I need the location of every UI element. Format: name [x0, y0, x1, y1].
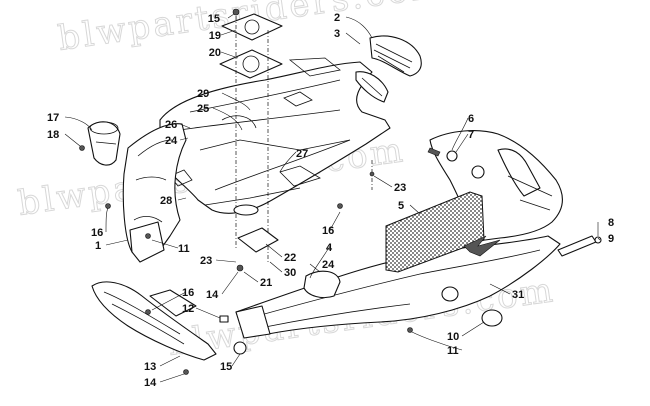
callout-17: 17: [47, 112, 59, 124]
callout-labels: 15 19 20 2 3 29 25 26 24 17 18 6 7 27 23…: [47, 12, 614, 389]
leader-lines: [64, 13, 601, 383]
callout-9: 9: [608, 233, 614, 245]
callout-5: 5: [398, 200, 404, 212]
callout-24: 24: [165, 135, 178, 147]
callout-14: 14: [144, 377, 157, 389]
callout-23: 23: [200, 255, 212, 267]
callout-27: 27: [296, 148, 308, 160]
side-panel-left: [122, 123, 187, 257]
callout-2: 2: [334, 12, 340, 24]
callout-11: 11: [178, 243, 190, 255]
callout-16: 16: [182, 287, 194, 299]
callout-29: 29: [197, 88, 209, 100]
grommet: [233, 204, 259, 216]
callout-21: 21: [260, 277, 272, 289]
screw-11b: [407, 327, 413, 333]
panel-bracket: [129, 221, 165, 263]
callout-30: 30: [284, 267, 296, 279]
bracket-24: [303, 270, 341, 299]
callout-6: 6: [468, 113, 474, 125]
callout-23: 23: [394, 182, 406, 194]
vent-grille: [369, 35, 422, 77]
plug-10: [481, 309, 503, 327]
callout-4: 4: [326, 242, 333, 254]
callout-3: 3: [334, 28, 340, 40]
callout-10: 10: [447, 331, 459, 343]
clip-12: [219, 315, 229, 323]
callout-25: 25: [197, 103, 209, 115]
callout-13: 13: [144, 361, 156, 373]
plate-20: [219, 49, 283, 79]
bolt-6: [427, 147, 441, 157]
grommet-6: [471, 165, 485, 179]
belly-pan-drawing: [79, 8, 602, 375]
callout-16: 16: [91, 227, 103, 239]
callout-18: 18: [47, 129, 59, 141]
side-panel-right-flap: [497, 148, 541, 197]
screw-16c: [145, 309, 151, 315]
screw-16: [105, 203, 111, 209]
clip-21: [236, 264, 244, 272]
callout-12: 12: [182, 303, 194, 315]
screw-18: [79, 145, 85, 151]
side-panel-right: [429, 130, 563, 243]
callout-1: 1: [95, 240, 101, 252]
plate-22: [237, 227, 279, 253]
callout-11: 11: [447, 345, 459, 357]
callout-22: 22: [284, 252, 296, 264]
washer-7: [446, 150, 458, 162]
screw-14b: [183, 369, 189, 375]
rivet-9: [594, 236, 602, 244]
belly-pan-main: [159, 61, 391, 214]
callout-24: 24: [322, 259, 335, 271]
callout-7: 7: [468, 129, 474, 141]
rail-end: [235, 305, 271, 339]
callout-16: 16: [322, 225, 334, 237]
logo-decal: [463, 235, 501, 257]
callout-15: 15: [220, 361, 232, 373]
callout-19: 19: [209, 30, 221, 42]
nut-15b: [233, 341, 247, 355]
screw-11a: [145, 233, 151, 239]
callout-8: 8: [608, 217, 614, 229]
side-rail: [235, 235, 561, 337]
screw-15: [232, 8, 240, 16]
skid-bracket: [149, 289, 197, 317]
decal-plate: [557, 235, 597, 257]
callout-26: 26: [165, 119, 177, 131]
callout-31: 31: [512, 289, 524, 301]
callout-28: 28: [160, 195, 172, 207]
screw-16b: [337, 203, 343, 209]
pin-23: [369, 171, 375, 177]
callout-20: 20: [209, 47, 221, 59]
air-duct: [87, 121, 121, 166]
callout-15: 15: [208, 13, 220, 25]
insulation-pad: [385, 191, 485, 273]
plug-round: [441, 286, 459, 302]
plate-19: [221, 13, 283, 41]
callout-14: 14: [206, 289, 219, 301]
